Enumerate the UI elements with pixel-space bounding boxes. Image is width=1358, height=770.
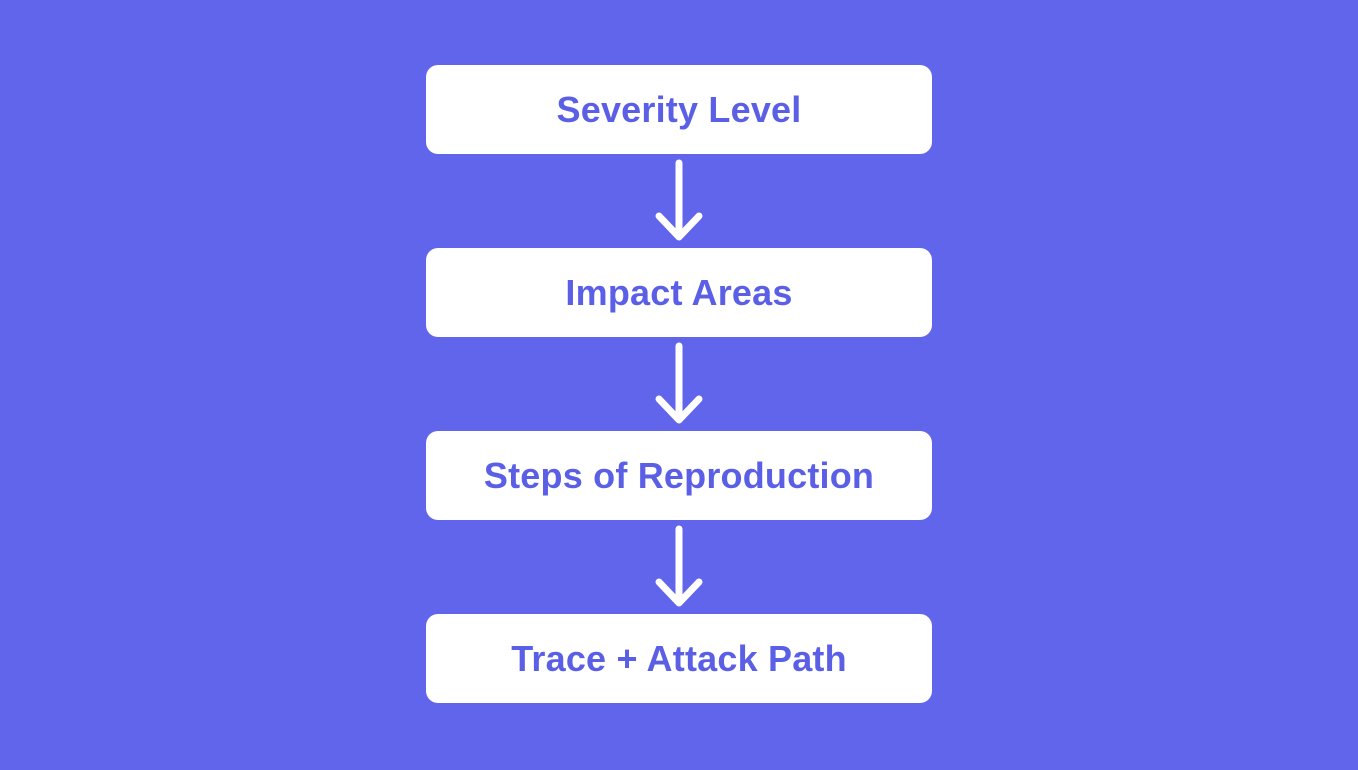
flow-node-severity-level: Severity Level (426, 65, 932, 154)
flow-node-trace-attack-path: Trace + Attack Path (426, 614, 932, 703)
down-arrow-icon (654, 154, 704, 248)
node-label: Steps of Reproduction (483, 454, 875, 496)
node-label: Trace + Attack Path (511, 637, 847, 679)
down-arrow-icon (654, 337, 704, 431)
node-label: Impact Areas (565, 271, 793, 313)
down-arrow-icon (654, 520, 704, 614)
flow-node-steps-of-reproduction: Steps of Reproduction (426, 431, 932, 520)
node-label: Severity Level (556, 88, 802, 130)
flow-node-impact-areas: Impact Areas (426, 248, 932, 337)
